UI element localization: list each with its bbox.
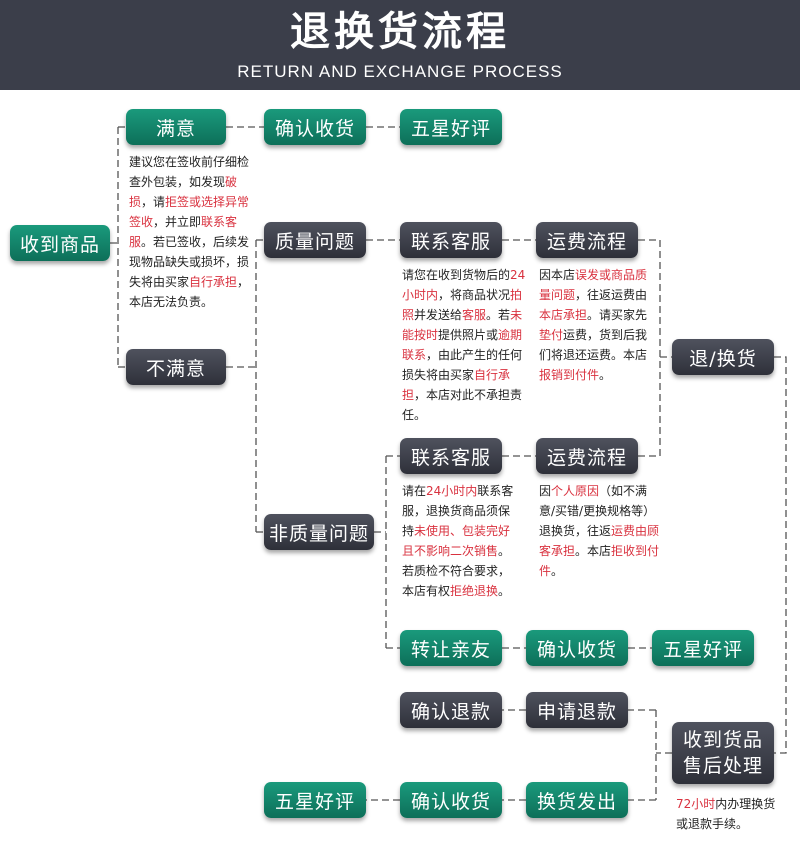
satisfied-segment: 联系客服 [129,215,238,249]
quality-shipping-segment: 运费，货到后我们将退还运费。本店 [539,328,648,362]
nonquality-contact-segment: 24小时内 [426,484,478,498]
node-quality-issue: 质量问题 [264,222,366,258]
nonquality-contact-segment: 。若质检不符合要求，本店有权 [402,544,511,598]
node-contact-service-2: 联系客服 [400,438,502,474]
node-transfer-friend: 转让亲友 [400,630,502,666]
nonquality-contact-segment: 请在 [402,484,427,498]
node-apply-refund: 申请退款 [526,692,628,728]
connector-return-to-aftersales [774,356,787,754]
quality-contact-segment: 未能按时 [402,308,523,342]
quality-contact-segment: 请您在收到货物后的 [402,268,511,282]
quality-contact-segment: 客服 [462,308,487,322]
node-non-quality-issue: 非质量问题 [264,514,374,550]
quality-shipping-segment: 本店承担 [539,308,588,322]
note-after-sales: 72小时内办理换货或退款手续。 [676,794,780,834]
connector-unsatisfied-branches [226,240,257,532]
satisfied-segment: 。若已签收，后续发现物品缺失或损坏，损失将由买家 [129,235,250,289]
quality-contact-segment: ，将商品状况 [438,288,511,302]
quality-contact-segment: 。若 [486,308,511,322]
quality-contact-segment: 逾期联系 [402,328,523,362]
quality-shipping-segment: 垫付 [539,328,564,342]
quality-contact-segment: 提供照片或 [438,328,499,342]
quality-shipping-segment: 因本店 [539,268,576,282]
satisfied-segment: ，请 [141,195,166,209]
quality-shipping-segment: 。 [599,368,612,382]
page-subtitle: RETURN AND EXCHANGE PROCESS [237,62,563,81]
node-confirm-receipt-3: 确认收货 [400,782,502,818]
nonquality-contact-segment: 联系客服，退换货商品须保持 [402,484,514,538]
quality-shipping-segment: 报销到付件 [539,368,600,382]
node-five-star-1: 五星好评 [400,109,502,145]
quality-contact-segment: 拍照 [402,288,523,322]
satisfied-segment: ，并立即 [153,215,202,229]
nonquality-contact-segment: 拒绝退换 [450,584,499,598]
quality-contact-segment: 自行承担 [402,368,511,402]
node-contact-service-1: 联系客服 [400,222,502,258]
node-return-exchange: 退/换货 [672,339,774,375]
nonquality-shipping-segment: （如不满意/买错/更换规格等）退换货，往返 [539,484,656,538]
nonquality-shipping-segment: 。 [551,564,564,578]
quality-contact-segment: 并发送给 [414,308,463,322]
node-after-sales-line1: 收到货品 [682,729,763,751]
quality-contact-segment: 24小时内 [402,268,526,302]
node-unsatisfied: 不满意 [126,349,226,385]
page-title: 退换货流程 [290,9,510,55]
connector-aftersales-branches [655,710,672,800]
satisfied-segment: 建议您在签收前仔细检查外包装，如发现 [129,155,250,189]
nonquality-shipping-segment: 。本店 [575,544,612,558]
nonquality-contact-segment: 未使用、包装完好且不影响二次销售 [402,524,511,558]
node-confirm-receipt-1: 确认收货 [264,109,366,145]
node-confirm-receipt-2: 确认收货 [526,630,628,666]
quality-shipping-segment: 误发或商品质量问题 [539,268,648,302]
node-five-star-3: 五星好评 [264,782,366,818]
satisfied-segment: 拒签或选择异常签收 [129,195,250,229]
note-satisfied: 建议您在签收前仔细检查外包装，如发现破损，请拒签或选择异常签收，并立即联系客服。… [129,152,251,312]
after-sales-segment: 内办理换货或退款手续。 [676,797,776,831]
node-shipping-process-2: 运费流程 [536,438,638,474]
node-received: 收到商品 [10,225,110,261]
satisfied-segment: ，本店无法负责。 [129,275,250,309]
node-after-sales: 收到货品 售后处理 [672,722,774,784]
connector-received-branches [110,127,119,367]
satisfied-segment: 自行承担 [189,275,238,289]
note-nonquality-contact: 请在24小时内联系客服，退换货商品须保持未使用、包装完好且不影响二次销售。若质检… [402,481,514,601]
node-after-sales-line2: 售后处理 [682,755,763,777]
satisfied-segment: 破损 [129,175,238,209]
note-quality-contact: 请您在收到货物后的24小时内，将商品状况拍照并发送给客服。若未能按时提供照片或逾… [402,265,530,425]
header-banner: 退换货流程 RETURN AND EXCHANGE PROCESS [0,0,800,90]
quality-contact-segment: ，由此产生的任何损失将由买家 [402,348,523,382]
node-confirm-refund: 确认退款 [400,692,502,728]
nonquality-shipping-segment: 因 [539,484,552,498]
quality-shipping-segment: 。请买家先 [587,308,648,322]
quality-shipping-segment: ，往返运费由 [575,288,648,302]
nonquality-shipping-segment: 拒收到付件 [539,544,660,578]
note-quality-shipping: 因本店误发或商品质量问题，往返运费由本店承担。请买家先垫付运费，货到后我们将退还… [539,265,649,385]
after-sales-segment: 72小时 [676,797,716,811]
nonquality-shipping-segment: 个人原因 [551,484,600,498]
connector-nonquality-branches [374,456,387,648]
node-shipping-process-1: 运费流程 [536,222,638,258]
nonquality-contact-segment: 。 [498,584,511,598]
node-satisfied: 满意 [126,109,226,145]
node-exchange-ship: 换货发出 [526,782,628,818]
quality-contact-segment: ，本店对此不承担责任。 [402,388,523,422]
nonquality-shipping-segment: 运费由顾客承担 [539,524,660,558]
note-nonquality-shipping: 因个人原因（如不满意/买错/更换规格等）退换货，往返运费由顾客承担。本店拒收到付… [539,481,661,581]
connector-shipping-to-return [638,239,672,457]
node-five-star-2: 五星好评 [652,630,754,666]
